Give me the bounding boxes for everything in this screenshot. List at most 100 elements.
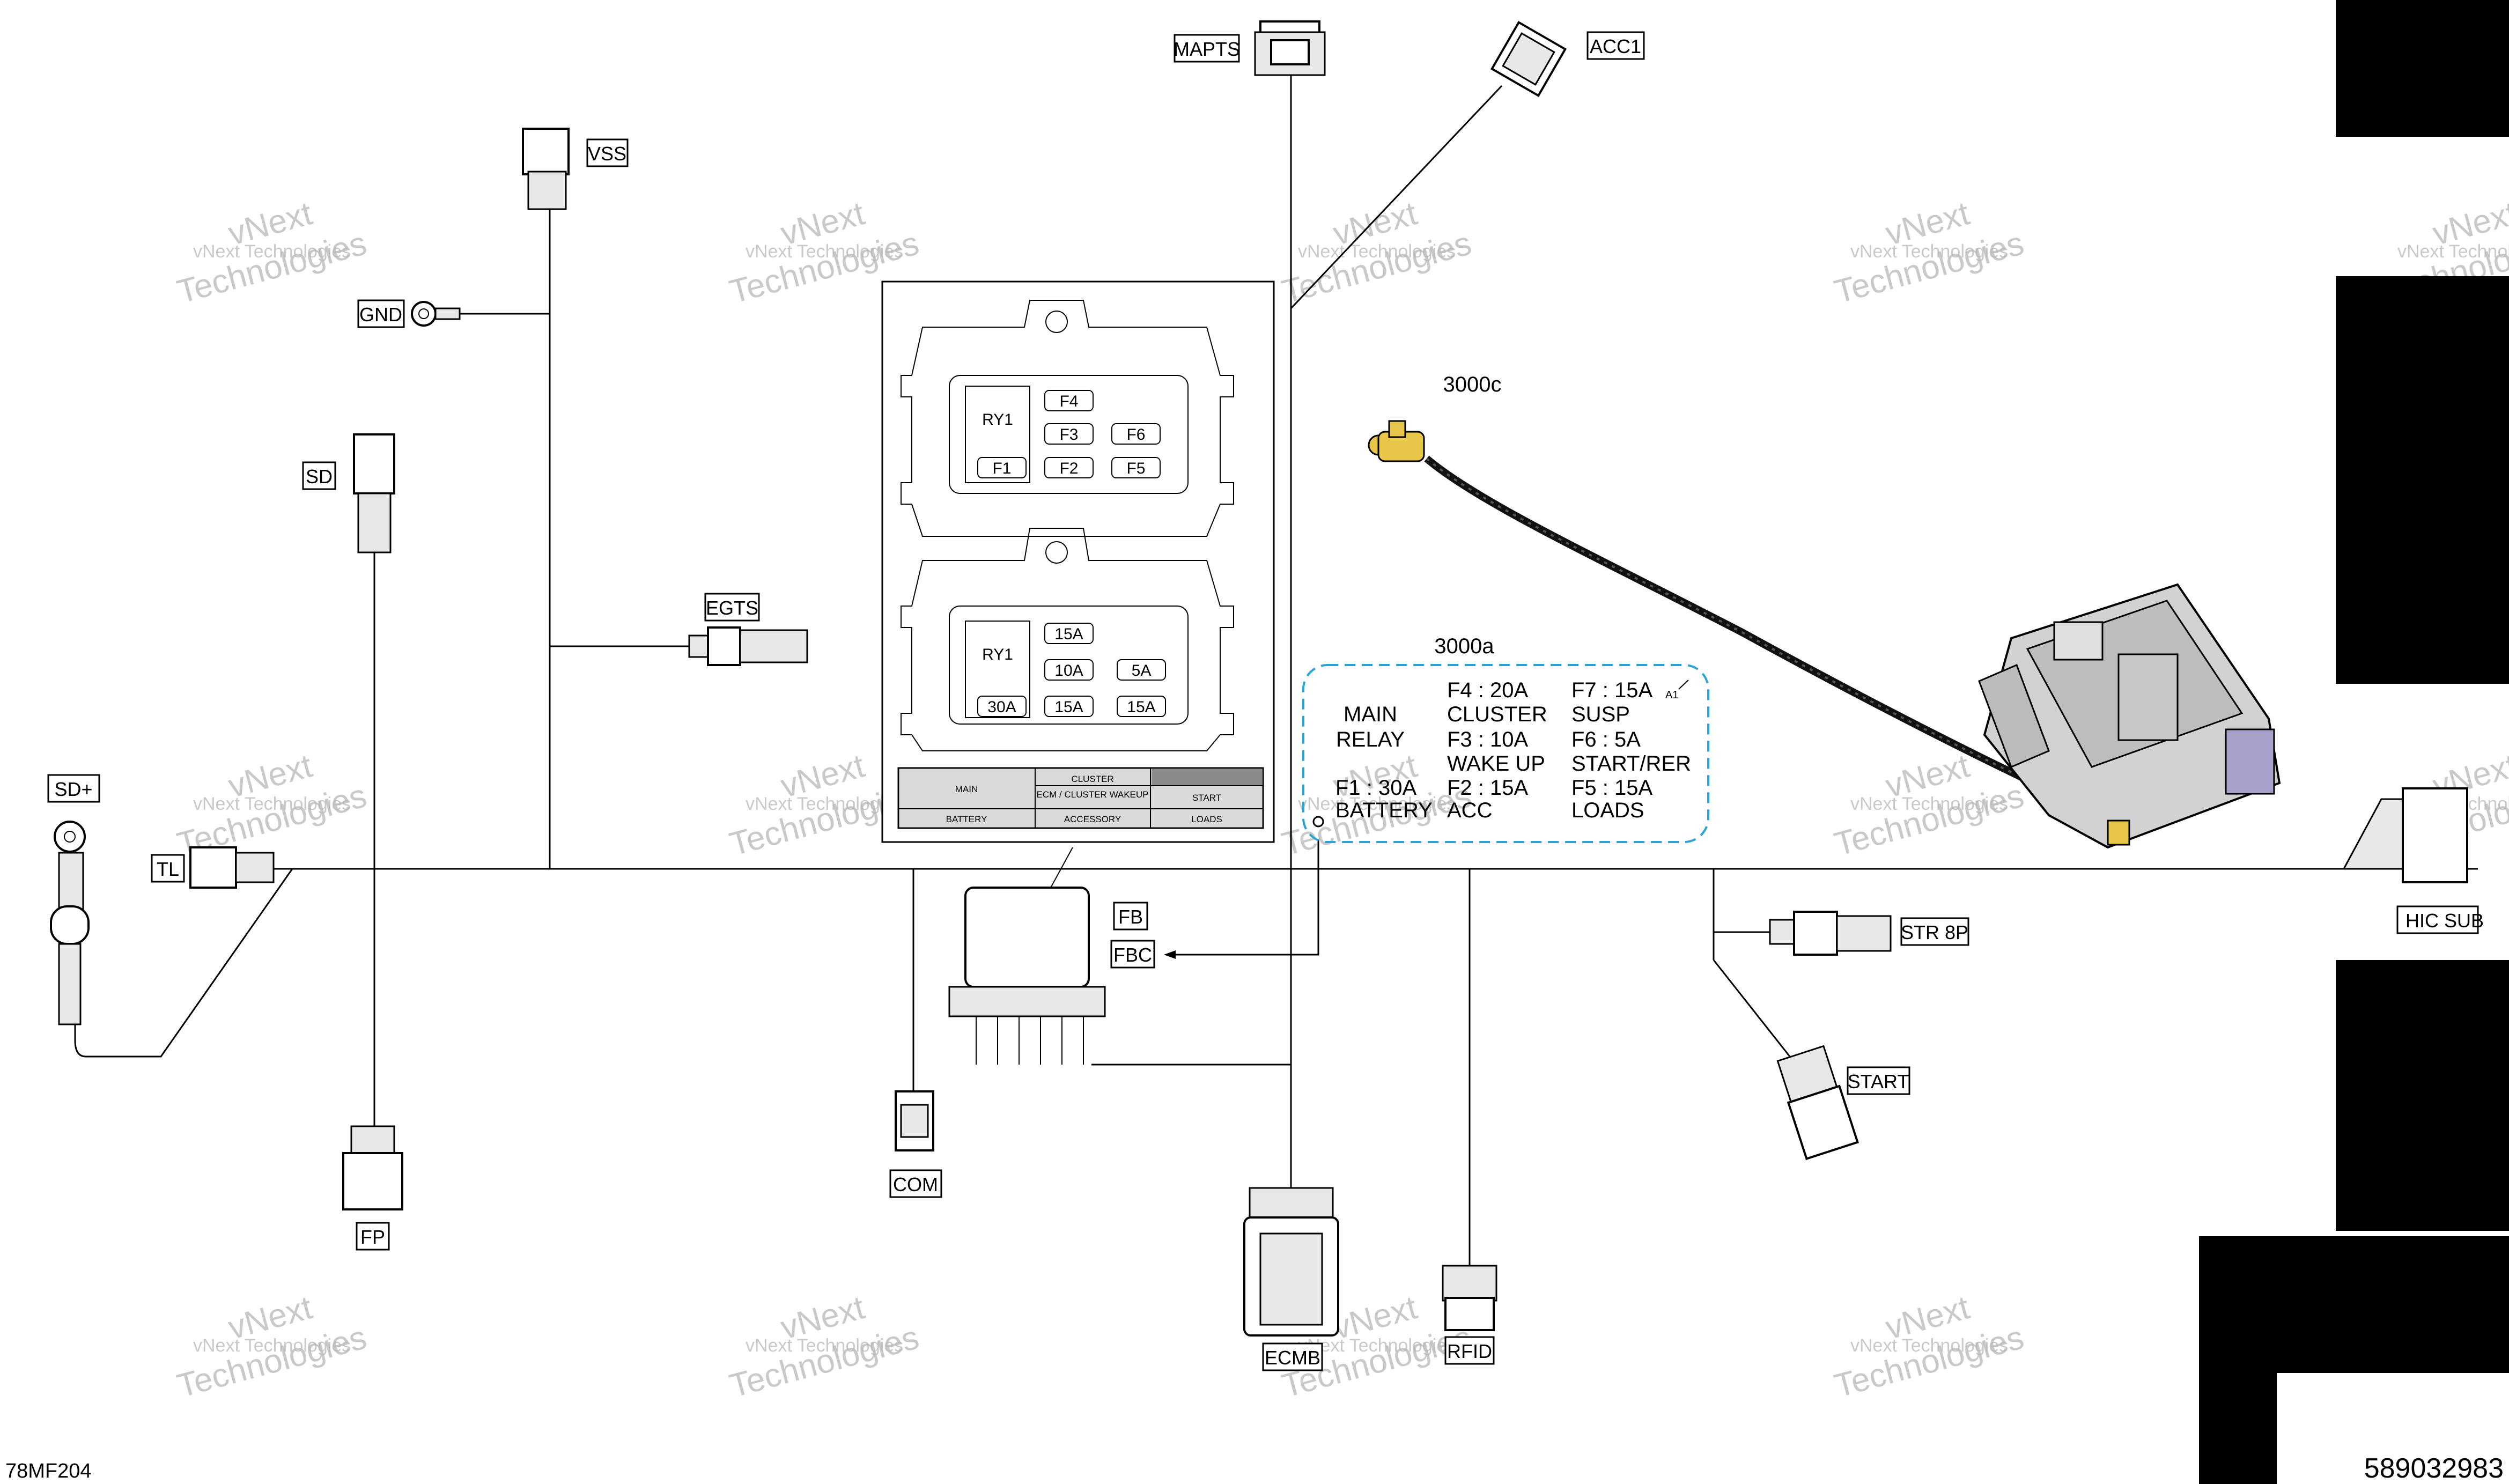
watermark-text: vNext Technologies	[1850, 794, 2008, 814]
battery-terminal-sd-plus	[50, 821, 90, 1025]
legend-f3: F3 : 10A	[1447, 728, 1529, 751]
watermark-text: vNext Technologies	[193, 241, 351, 262]
table-main: MAIN	[955, 784, 978, 794]
label-sd: SD	[306, 466, 333, 488]
label-fb: FB	[1118, 906, 1143, 928]
label-com: COM	[893, 1173, 938, 1195]
connector-rfid	[1442, 1265, 1497, 1331]
watermark-text: vNext Technologies	[746, 794, 903, 814]
bottom-fuse-5a: 5A	[1132, 662, 1152, 680]
top-relay-label: RY1	[982, 411, 1013, 429]
legend-main: MAIN	[1344, 703, 1397, 726]
top-fuse-f5: F5	[1126, 460, 1145, 477]
bottom-fuse-15a-top: 15A	[1054, 625, 1083, 643]
watermark-text: vNext Technologies	[1298, 794, 1456, 814]
legend-f4: F4 : 20A	[1447, 678, 1529, 702]
table-accessory: ACCESSORY	[1064, 814, 1121, 824]
connector-sd	[353, 433, 395, 553]
connector-fp	[342, 1125, 403, 1210]
watermark-text: vNext Technologies	[1298, 241, 1456, 262]
watermark-text: vNext Technologies	[1298, 1335, 1456, 1356]
bottom-fuse-10a: 10A	[1054, 662, 1083, 680]
connector-acc1	[1490, 20, 1567, 98]
watermark-text: vNext Technologies	[193, 794, 351, 814]
label-fp: FP	[360, 1226, 385, 1248]
label-rfid: RFID	[1447, 1340, 1492, 1362]
label-tl: TL	[157, 858, 179, 880]
table-cluster: CLUSTER	[1071, 774, 1113, 784]
connector-egts	[688, 626, 808, 666]
table-battery: BATTERY	[946, 814, 987, 824]
legend-loads: LOADS	[1571, 799, 1644, 822]
label-sd-plus: SD+	[54, 778, 92, 800]
watermark-text: vNext Technologies	[2397, 241, 2509, 262]
bottom-relay-label: RY1	[982, 646, 1013, 663]
legend-battery: BATTERY	[1335, 799, 1433, 822]
legend-relay: RELAY	[1336, 728, 1405, 751]
watermark-text: vNext Technologies	[1850, 1335, 2008, 1356]
top-fuse-f3: F3	[1059, 426, 1078, 444]
connector-fb	[948, 887, 1106, 1065]
fuse-function-table: MAIN CLUSTER ECM / CLUSTER WAKEUP START …	[897, 767, 1264, 829]
bottom-fuse-15a-right: 15A	[1127, 698, 1155, 716]
table-ecm-wakeup: ECM / CLUSTER WAKEUP	[1036, 789, 1148, 800]
connector-str-8p	[1769, 911, 1892, 956]
label-ecmb: ECMB	[1265, 1347, 1320, 1369]
legend-susp: SUSP	[1571, 703, 1630, 726]
wire-harness	[74, 75, 2478, 1266]
label-start: START	[1848, 1070, 1909, 1092]
footer-left-code: 78MF204	[5, 1460, 92, 1482]
top-fuse-f4: F4	[1059, 393, 1078, 410]
legend-sub-mark: A1	[1665, 689, 1678, 701]
table-start: START	[1192, 793, 1221, 803]
cable-assembly-3000c: 3000c	[1368, 373, 2281, 849]
connector-mapts	[1254, 20, 1326, 76]
top-fuse-f1: F1	[992, 460, 1011, 477]
label-gnd: GND	[359, 304, 402, 326]
bottom-fuse-30a: 30A	[987, 698, 1016, 716]
legend-f6: F6 : 5A	[1571, 728, 1641, 751]
label-acc1: ACC1	[1590, 35, 1641, 57]
page-edge-marks	[2199, 0, 2509, 1484]
legend-acc: ACC	[1447, 799, 1492, 822]
connector-ecmb	[1243, 1187, 1339, 1337]
top-fuse-f6: F6	[1126, 426, 1145, 444]
watermark-text: vNext Technologies	[746, 1335, 903, 1356]
part-3000a-label: 3000a	[1434, 634, 1494, 658]
legend-f2: F2 : 15A	[1447, 776, 1529, 800]
label-str-8p: STR 8P	[1901, 921, 1968, 943]
connector-start	[1776, 1045, 1859, 1161]
fuse-legend: 3000a MAIN RELAY BATTERY F4 : 20A CLUSTE…	[1302, 634, 1709, 843]
label-mapts: MAPTS	[1174, 38, 1240, 60]
connector-com	[895, 1090, 934, 1151]
fuse-block-bottom: RY1 15A 10A 5A 30A 15A 15A	[901, 528, 1234, 751]
table-loads: LOADS	[1191, 814, 1222, 824]
top-fuse-f2: F2	[1059, 460, 1078, 477]
legend-start-rer: START/RER	[1571, 752, 1691, 776]
watermark-text: vNext Technologies	[1850, 241, 2008, 262]
legend-wake-up: WAKE UP	[1447, 752, 1545, 776]
fuse-box-panel: RY1 F4 F3 F6 F1 F2 F5 RY1 15A 10A	[881, 280, 1275, 843]
legend-cluster: CLUSTER	[1447, 703, 1547, 726]
label-vss: VSS	[588, 143, 626, 165]
control-module-icon	[1978, 583, 2281, 849]
legend-f1: F1 : 30A	[1335, 776, 1417, 800]
footer-right-code: 589032983	[2364, 1453, 2504, 1484]
part-3000c-label: 3000c	[1443, 373, 1502, 396]
label-hic-sub: HIC SUB	[2405, 910, 2484, 932]
watermark-text: vNext Technologies	[746, 241, 903, 262]
label-tags: MAPTS ACC1 VSS GND SD EGTS SD+ TL FP COM…	[47, 31, 2484, 1371]
fuse-block-top: RY1 F4 F3 F6 F1 F2 F5	[901, 300, 1234, 537]
bottom-fuse-15a-mid: 15A	[1054, 698, 1083, 716]
connector-vss	[522, 128, 570, 210]
label-fbc: FBC	[1113, 944, 1152, 966]
legend-f7: F7 : 15A	[1571, 678, 1653, 702]
connector-tl	[189, 846, 275, 889]
